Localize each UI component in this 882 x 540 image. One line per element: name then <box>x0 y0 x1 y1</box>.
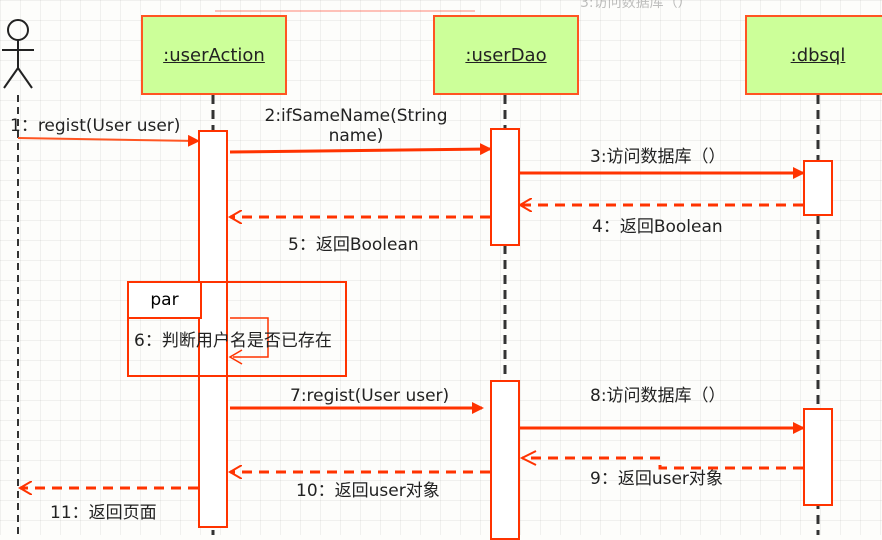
message-1-label: 1：regist(User user) <box>10 116 181 136</box>
actor-icon <box>2 19 34 89</box>
userdao-activation-1[interactable] <box>490 128 520 246</box>
object-userdao-label: :userDao <box>465 44 547 66</box>
useraction-activation[interactable] <box>198 130 228 528</box>
message-10-label: 10：返回user对象 <box>296 481 440 501</box>
message-6-self-arrow <box>230 317 269 358</box>
message-2-label-line2: name) <box>328 126 384 146</box>
dbsql-activation-2[interactable] <box>803 408 833 506</box>
message-9-label: 9：返回user对象 <box>590 469 723 489</box>
par-fragment-tag: par <box>127 281 202 319</box>
message-2-label-line1: 2:ifSameName(String <box>264 106 448 126</box>
message-4-label: 4：返回Boolean <box>592 217 723 237</box>
message-2-arrow <box>229 143 492 156</box>
object-userdao[interactable]: :userDao <box>433 15 579 95</box>
message-9-arrow <box>522 456 803 470</box>
object-dbsql[interactable]: :dbsql <box>745 15 882 95</box>
message-8-label: 8:访问数据库（） <box>590 386 726 406</box>
par-fragment[interactable] <box>127 281 347 377</box>
faded-top-label: 3:访问数据库（） <box>580 0 692 11</box>
message-2-label: 2:ifSameName(String name) <box>262 106 450 146</box>
message-7-label: 7:regist(User user) <box>290 386 450 406</box>
par-operator-label: par <box>150 290 179 310</box>
object-useraction-label: :userAction <box>163 44 265 66</box>
message-1-arrow <box>17 134 200 147</box>
message-6-label: 6：判断用户名是否已存在 <box>134 331 332 351</box>
faded-top-line <box>215 0 475 12</box>
message-5-label: 5：返回Boolean <box>288 235 419 255</box>
message-3-label: 3:访问数据库（） <box>590 147 726 167</box>
object-dbsql-label: :dbsql <box>790 44 846 66</box>
userdao-activation-2[interactable] <box>490 380 520 540</box>
dbsql-activation-1[interactable] <box>803 160 833 216</box>
object-useraction[interactable]: :userAction <box>141 15 287 95</box>
message-11-label: 11：返回页面 <box>50 503 157 523</box>
